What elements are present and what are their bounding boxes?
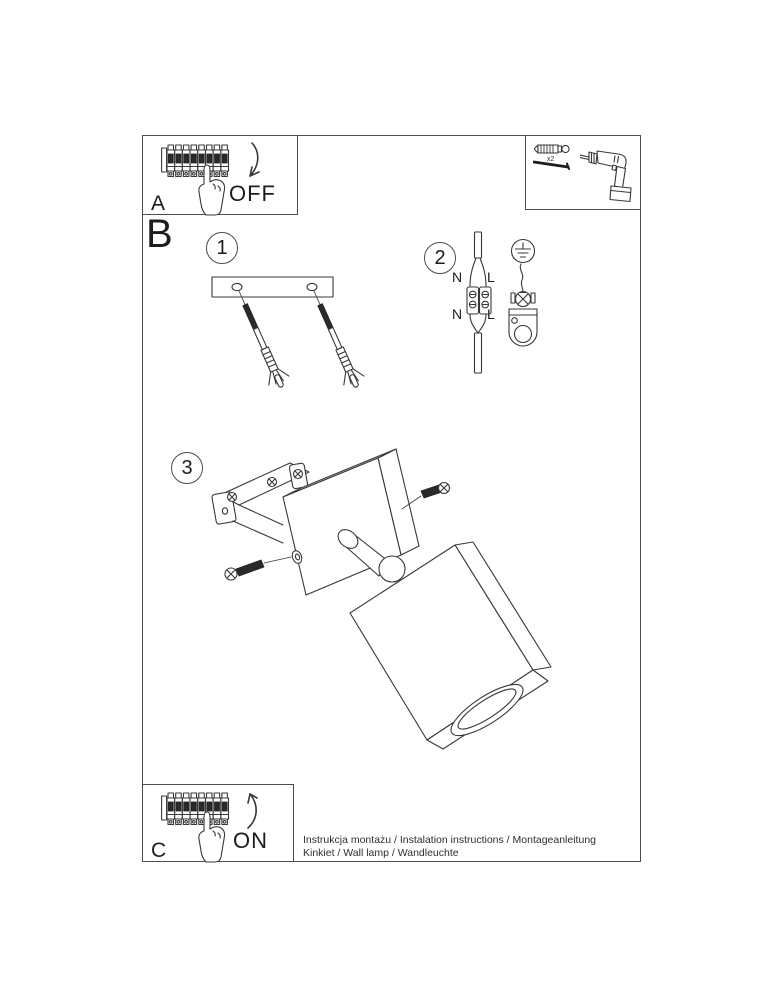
screw-icon (533, 160, 570, 170)
off-label: OFF (229, 181, 276, 206)
on-label: ON (233, 828, 268, 853)
wire-label-n-top: N (452, 269, 463, 285)
tools-box: x2 (525, 135, 641, 210)
step-2-number: 2 (434, 246, 446, 269)
box-a-power-off: OFF A (142, 135, 298, 216)
footer-line-1: Instrukcja montażu / Instalation instruc… (303, 834, 596, 846)
box-c-power-on: ON C (142, 784, 294, 863)
wire-label-l-top: L (487, 269, 495, 285)
step-1-badge: 1 (206, 232, 238, 264)
box-a-label: A (151, 192, 166, 215)
pointing-hand-icon (198, 164, 226, 216)
circuit-breaker-panel-icon (161, 144, 230, 178)
mounting-plate-illustration (211, 276, 368, 392)
step-3-badge: 3 (171, 452, 203, 484)
step-2-badge: 2 (424, 242, 456, 274)
wall-plug-icon (534, 144, 570, 154)
plug-count-label: x2 (547, 156, 555, 163)
wire-label-l-bottom: L (487, 306, 495, 322)
arrow-down-icon (249, 142, 260, 177)
footer-text: Instrukcja montażu / Instalation instruc… (303, 834, 648, 860)
drill-icon (580, 150, 632, 203)
footer-line-2: Kinkiet / Wall lamp / Wandleuchte (303, 847, 459, 859)
step-1-number: 1 (216, 236, 228, 259)
circuit-breaker-panel-icon (161, 792, 230, 826)
lamp-assembly-illustration (211, 448, 552, 750)
step-3-number: 3 (181, 456, 193, 479)
pointing-hand-icon (198, 811, 226, 863)
section-b-label: B (146, 212, 173, 256)
arrow-up-icon (247, 793, 258, 829)
box-c-label: C (151, 839, 167, 862)
wiring-diagram-illustration (466, 231, 538, 374)
wire-label-n-bottom: N (452, 306, 463, 322)
